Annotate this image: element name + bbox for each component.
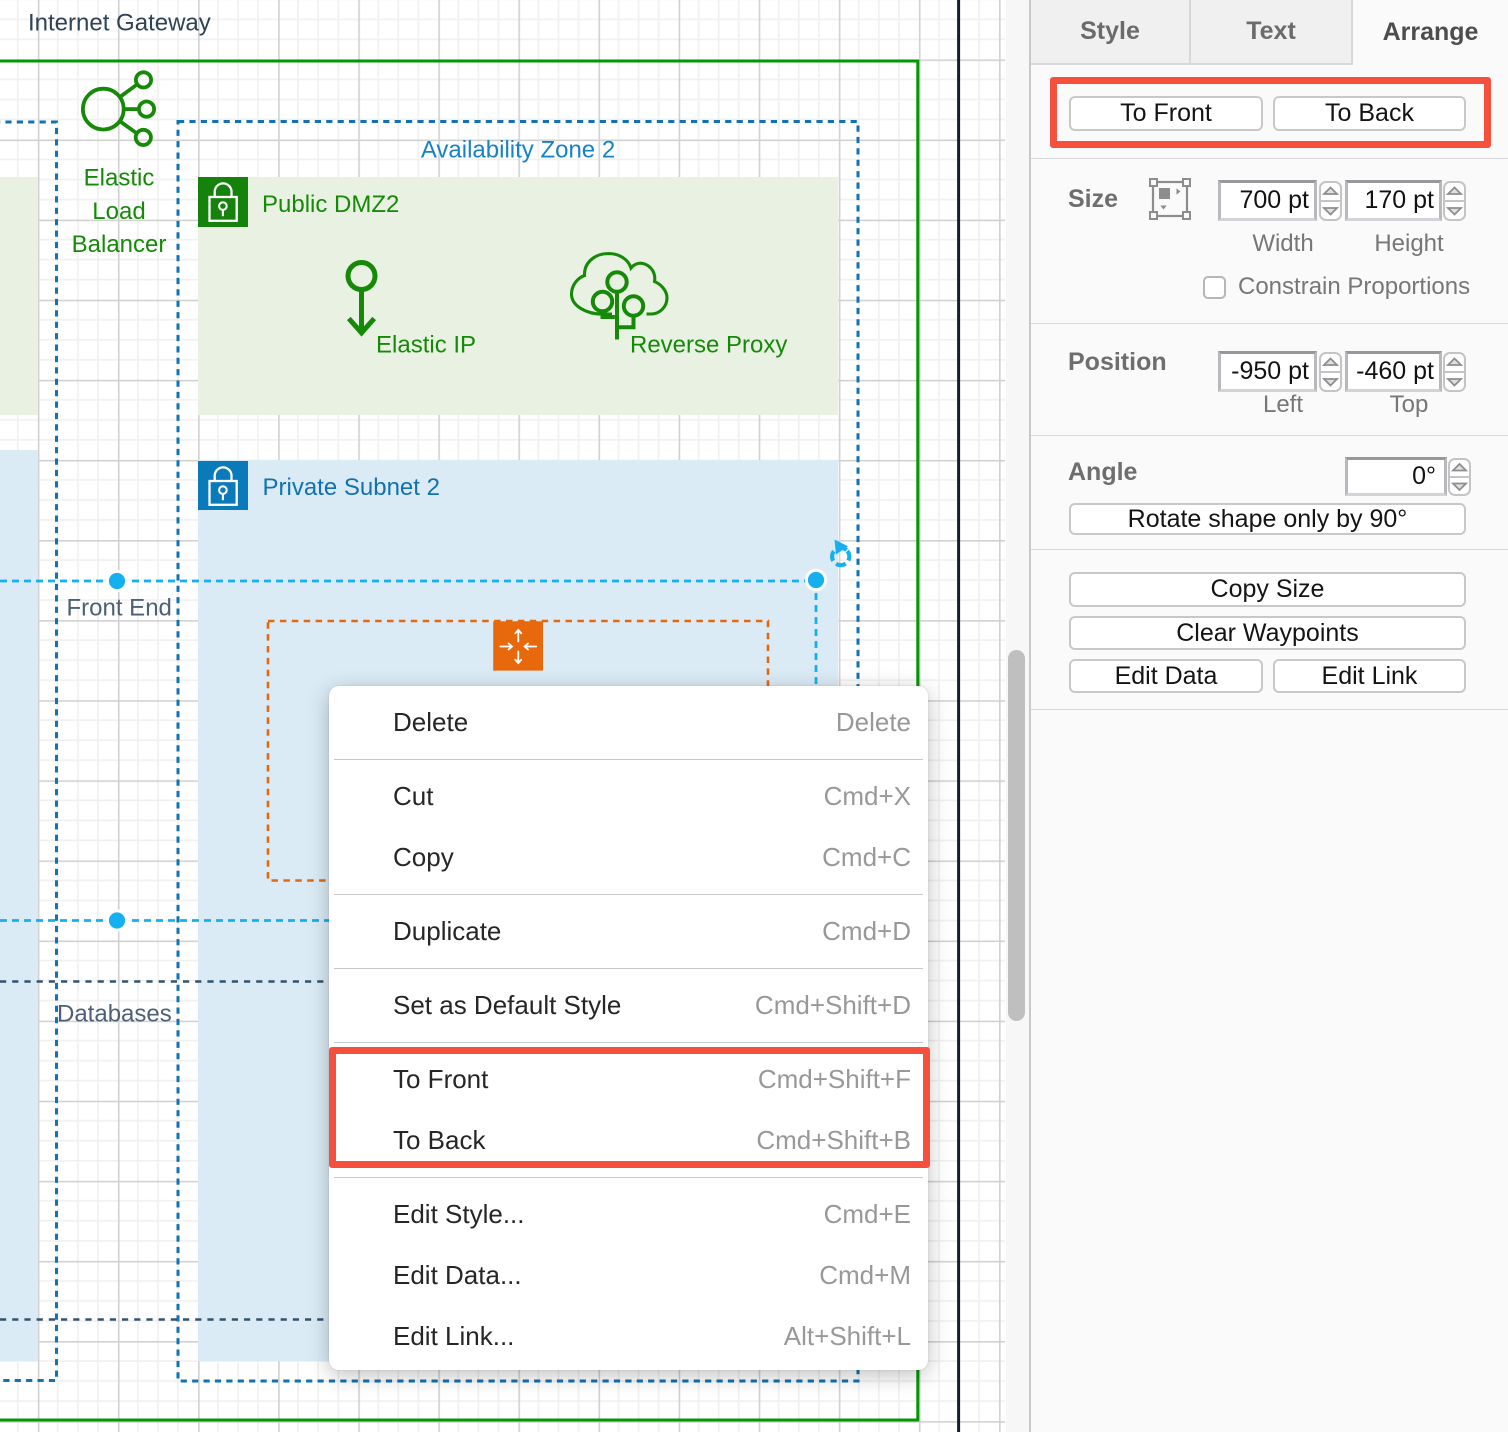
svg-text:Reverse Proxy: Reverse Proxy	[630, 331, 787, 358]
svg-text:Internet Gateway: Internet Gateway	[28, 10, 211, 37]
svg-text:Availability Zone 2: Availability Zone 2	[421, 137, 615, 164]
svg-text:Load: Load	[92, 198, 145, 225]
svg-text:Public DMZ2: Public DMZ2	[262, 191, 399, 218]
svg-text:Front End: Front End	[67, 595, 172, 622]
svg-text:Databases: Databases	[57, 1001, 172, 1028]
svg-text:Elastic: Elastic	[84, 165, 155, 192]
svg-text:Balancer: Balancer	[72, 231, 167, 258]
svg-text:Private Subnet 2: Private Subnet 2	[263, 474, 440, 501]
svg-text:Elastic IP: Elastic IP	[376, 332, 476, 359]
